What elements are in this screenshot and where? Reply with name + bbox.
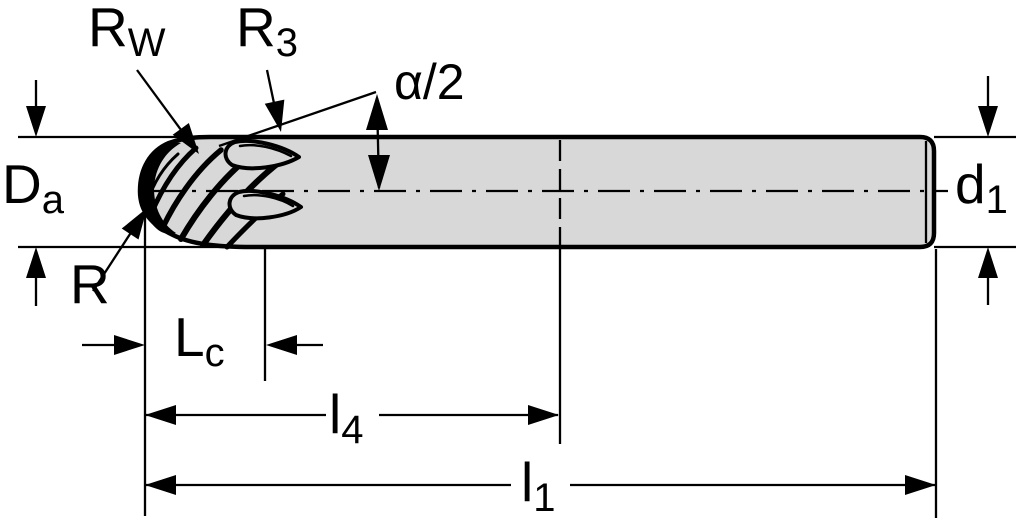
lc-right-arrow	[266, 335, 323, 355]
label-da-sub: a	[41, 178, 64, 222]
arrowhead	[905, 475, 936, 495]
flutes	[140, 139, 303, 250]
tool-silhouette	[137, 134, 937, 250]
flute-runout-upper	[223, 139, 301, 171]
lc-left-arrow	[82, 335, 145, 355]
label-l4-sub: 4	[341, 408, 364, 452]
label-rw: RW	[88, 0, 166, 63]
arrowhead	[366, 94, 388, 130]
d1-top-arrow	[978, 76, 998, 137]
label-lc: Lc	[174, 310, 225, 374]
r-leader-arrow	[92, 208, 147, 292]
arrowhead	[172, 123, 199, 154]
arrowhead	[264, 99, 285, 132]
flute-edge	[160, 147, 224, 230]
label-l1: l1	[521, 455, 555, 519]
label-taper-half-angle: α/2	[394, 57, 465, 107]
da-bottom-arrow	[26, 247, 46, 306]
label-l4-base: l	[329, 383, 342, 445]
flute-edge	[242, 193, 295, 208]
label-r3: R3	[236, 0, 298, 63]
label-r-base: R	[70, 253, 110, 315]
flute-edge	[238, 143, 293, 158]
label-da-base: D	[2, 153, 42, 215]
taper-angle-arrow	[366, 94, 390, 191]
label-r: R	[70, 257, 110, 312]
arrowhead	[978, 247, 998, 278]
arrowhead	[26, 106, 46, 137]
label-rw-base: R	[88, 0, 128, 58]
arrowhead	[528, 405, 559, 425]
da-top-arrow	[26, 80, 46, 137]
r3-leader-arrow	[264, 69, 285, 132]
arrowhead	[26, 247, 46, 278]
label-l4: l4	[329, 387, 363, 451]
arrowhead	[368, 155, 390, 191]
arrowhead	[978, 106, 998, 137]
l1-dimension-line	[145, 475, 936, 495]
d1-bottom-arrow	[978, 247, 998, 305]
l4-dimension-line	[145, 405, 559, 425]
label-d1: d1	[955, 157, 1008, 221]
arrowhead	[145, 475, 176, 495]
label-lc-base: L	[174, 306, 205, 368]
flute-edge	[148, 145, 199, 217]
rw-leader-arrow	[136, 69, 199, 154]
label-l1-sub: 1	[533, 476, 556, 520]
arrowhead	[266, 335, 297, 355]
arrowhead	[145, 405, 176, 425]
label-r3-base: R	[236, 0, 276, 58]
label-d1-base: d	[955, 153, 986, 215]
label-lc-sub: c	[204, 331, 225, 375]
label-d1-sub: 1	[985, 178, 1008, 222]
label-l1-base: l	[521, 451, 534, 513]
label-rw-sub: W	[127, 21, 166, 65]
arrowhead	[114, 335, 145, 355]
flute-runout-lower	[227, 189, 303, 221]
label-alpha-base: α/2	[394, 54, 465, 110]
label-r3-sub: 3	[275, 21, 298, 65]
label-da: Da	[2, 157, 64, 221]
arrowhead	[121, 208, 147, 240]
flute-edge	[145, 152, 180, 205]
